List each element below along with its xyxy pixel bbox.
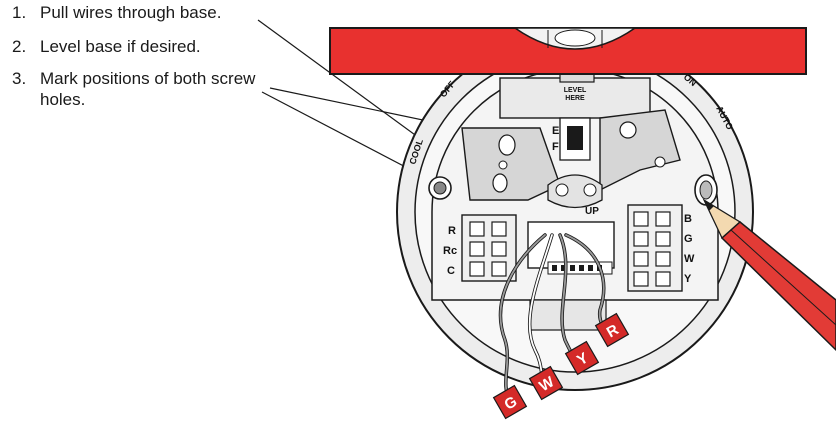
step-2-number: 2.: [12, 37, 27, 56]
tag-g: G: [492, 384, 528, 420]
terminal-screw-r: [469, 221, 485, 237]
left-terminal-screws: [469, 221, 507, 277]
ef-switch-slider: [567, 126, 583, 150]
pencil-body: [720, 221, 836, 352]
step-3-number: 3.: [12, 69, 27, 88]
clip-hole-left: [555, 183, 569, 197]
pencil-lead: [704, 200, 714, 211]
left-screw-hole-inner: [433, 181, 447, 195]
terminal-screw-rc: [469, 241, 485, 257]
terminal-screw-g: [633, 231, 649, 247]
step-2: 2. Level base if desired.: [12, 36, 201, 57]
tag-w: W: [528, 365, 564, 401]
label-level-here-1: LEVEL: [564, 87, 587, 94]
terminal-screw-w2: [655, 251, 671, 267]
clip-hole-right: [583, 183, 597, 197]
right-terminal-screws: [633, 211, 671, 287]
tag-r: R: [594, 312, 630, 348]
center-clip: [547, 174, 603, 209]
wire-g-core: [499, 234, 546, 401]
terminal-screw-y2: [655, 271, 671, 287]
right-plate-hole-2: [654, 156, 666, 168]
top-bracket: [499, 77, 651, 119]
terminal-screw-c: [469, 261, 485, 277]
wire-tags: G W Y R: [492, 312, 630, 420]
wire-opening: [527, 221, 615, 269]
terminal-screw-rc2: [491, 241, 507, 257]
label-terminal-b: B: [684, 213, 692, 225]
step-3-text: Mark positions of both screw holes.: [40, 69, 256, 109]
label-switch-f: F: [552, 141, 559, 153]
level-bubble: [554, 29, 596, 47]
tag-y: Y: [564, 340, 600, 376]
terminal-screw-y: [633, 271, 649, 287]
step-1-text: Pull wires through base.: [40, 3, 222, 22]
step-3: 3. Mark positions of both screw holes.: [12, 68, 302, 110]
left-plate-hole-3: [492, 173, 508, 193]
terminal-screw-b: [633, 211, 649, 227]
terminal-screw-w: [633, 251, 649, 267]
label-terminal-c: C: [447, 265, 455, 277]
label-terminal-rc: Rc: [443, 245, 457, 257]
terminal-screw-g2: [655, 231, 671, 247]
left-plate-hole-2: [498, 160, 508, 170]
step-1-number: 1.: [12, 3, 27, 22]
bottom-tab: [529, 299, 607, 331]
right-screw-hole-inner: [699, 180, 713, 200]
label-terminal-y: Y: [684, 273, 692, 285]
terminal-screw-c2: [491, 261, 507, 277]
label-up: UP: [585, 206, 599, 217]
pencil-edge: [730, 229, 836, 326]
terminal-screw-b2: [655, 211, 671, 227]
right-plate-hole-1: [619, 121, 637, 139]
left-mounting-plate: [461, 127, 561, 201]
label-terminal-w: W: [684, 253, 695, 265]
step-2-text: Level base if desired.: [40, 37, 201, 56]
pencil-icon: [702, 198, 836, 352]
label-terminal-g: G: [684, 233, 693, 245]
terminal-screw-r2: [491, 221, 507, 237]
label-level-here-2: HERE: [565, 95, 585, 102]
label-switch-e: E: [552, 125, 559, 137]
step-1: 1. Pull wires through base.: [12, 2, 221, 23]
label-terminal-r: R: [448, 225, 456, 237]
left-plate-hole-1: [498, 134, 516, 156]
bubble-level: [329, 27, 807, 75]
